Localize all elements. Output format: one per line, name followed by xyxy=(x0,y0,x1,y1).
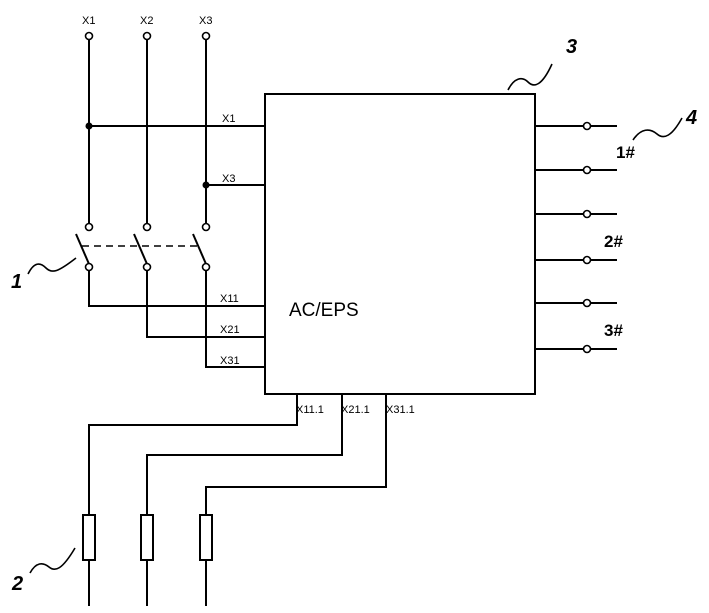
wire-x21 xyxy=(146,271,265,338)
ac-eps-label: AC/EPS xyxy=(289,300,359,321)
switch-contact-bottom-3 xyxy=(201,262,211,272)
terminal-x3 xyxy=(201,31,211,41)
output-label-2: 2# xyxy=(604,232,623,251)
output-terminal-3b xyxy=(582,344,592,354)
input-label-x1: X1 xyxy=(222,113,235,125)
leader-ref-3 xyxy=(507,63,553,91)
output-terminal-1a xyxy=(582,121,592,131)
wire-x31-1 xyxy=(205,394,387,515)
ref-label-2: 2 xyxy=(11,573,23,595)
input-label-x11: X11 xyxy=(220,293,239,305)
ref-label-1: 1 xyxy=(11,271,22,293)
terminal-x1 xyxy=(84,31,94,41)
fuse-3 xyxy=(199,514,213,561)
switch-contact-bottom-2 xyxy=(142,262,152,272)
ref-label-4: 4 xyxy=(685,107,697,129)
leader-ref-2 xyxy=(29,547,76,574)
fuse-2 xyxy=(140,514,154,561)
switch-contact-top-2 xyxy=(142,222,152,232)
wire-x11-1 xyxy=(88,394,298,515)
switch-blade-3 xyxy=(192,233,207,265)
output-terminal-2a xyxy=(582,209,592,219)
terminal-label-x1: X1 xyxy=(82,15,95,27)
input-label-x31: X31 xyxy=(220,355,240,367)
terminal-label-x3: X3 xyxy=(199,15,212,27)
input-label-x21: X21 xyxy=(220,324,240,336)
ref-label-3: 3 xyxy=(566,36,577,58)
leader-ref-1 xyxy=(27,257,77,275)
wire-x31 xyxy=(205,271,265,368)
output-terminal-2b xyxy=(582,255,592,265)
bottom-label-x31-1: X31.1 xyxy=(386,404,415,416)
switch-contact-bottom-1 xyxy=(84,262,94,272)
switch-contact-top-3 xyxy=(201,222,211,232)
bottom-label-x11-1: X11.1 xyxy=(296,404,324,416)
fuse-1 xyxy=(82,514,96,561)
output-label-3: 3# xyxy=(604,321,623,340)
output-terminal-1b xyxy=(582,165,592,175)
input-label-x3: X3 xyxy=(222,173,235,185)
switch-blade-1 xyxy=(75,233,90,265)
output-label-1: 1# xyxy=(616,143,635,162)
ac-eps-unit xyxy=(264,93,536,395)
output-terminal-3a xyxy=(582,298,592,308)
terminal-label-x2: X2 xyxy=(140,15,153,27)
bottom-label-x21-1: X21.1 xyxy=(341,404,370,416)
switch-blade-2 xyxy=(133,233,148,265)
terminal-x2 xyxy=(142,31,152,41)
wire-x21-1 xyxy=(146,394,343,515)
leader-ref-4 xyxy=(632,117,683,141)
switch-contact-top-1 xyxy=(84,222,94,232)
